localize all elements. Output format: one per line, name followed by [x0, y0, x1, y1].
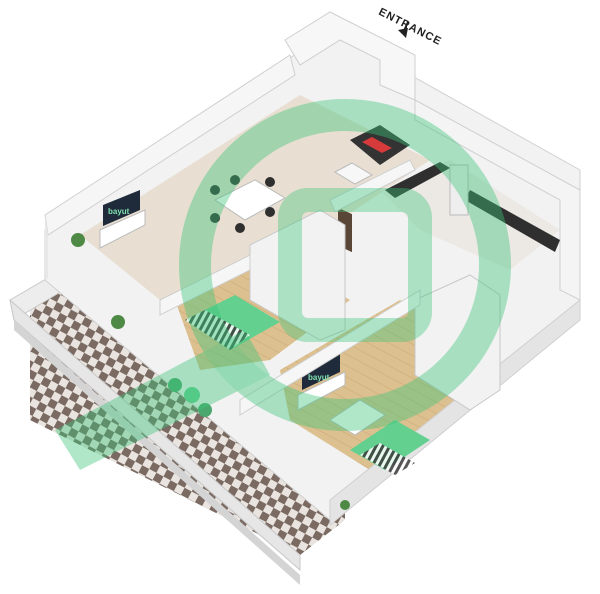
coffee-table — [333, 162, 374, 185]
bed-1 — [185, 295, 280, 350]
partition-wall — [239, 289, 421, 416]
wall-entrance-block — [284, 11, 416, 101]
dining-table — [214, 179, 287, 221]
wall-back-left — [44, 54, 296, 236]
tv-logo-living: bayut — [108, 207, 130, 216]
entrance-arrow-icon — [398, 21, 409, 38]
terrace-base — [14, 320, 300, 585]
bed-1-stripes — [185, 310, 250, 350]
kitchen-floor — [380, 160, 560, 270]
terrace-chair — [168, 378, 182, 392]
dining-chair — [230, 175, 240, 185]
tv-screen-living — [103, 190, 140, 226]
kitchen-counter-right — [465, 190, 560, 252]
kitchen-counter — [385, 162, 450, 198]
dining-chair — [265, 177, 275, 187]
dining-chair — [210, 185, 220, 195]
partition-wall — [329, 159, 416, 213]
bed-2-stripes — [360, 443, 415, 475]
sofa-cushions — [362, 137, 392, 153]
wall-left — [45, 215, 48, 280]
bayut-watermark-icon — [55, 99, 511, 470]
terrace-railing-front — [9, 298, 301, 572]
wardrobe-2 — [414, 274, 501, 411]
tv-screen-bedroom2 — [302, 352, 340, 390]
tv-console-living — [99, 209, 146, 249]
wardrobe-1 — [249, 209, 346, 341]
plant — [71, 233, 85, 247]
tv-logo-bedroom2: bayut — [308, 373, 330, 382]
tv-console-bedroom2 — [297, 371, 346, 411]
plant — [111, 315, 125, 329]
wall-right — [414, 99, 581, 301]
partition-wall — [159, 254, 251, 316]
dining-chair — [235, 223, 245, 233]
terrace-floor — [30, 275, 345, 555]
bench-2 — [329, 399, 386, 436]
fridge — [449, 164, 469, 216]
dining-chair — [210, 213, 220, 223]
terrace-chair — [198, 403, 212, 417]
plant — [340, 500, 350, 510]
terrace-table — [184, 387, 200, 403]
dining-chair — [265, 207, 275, 217]
